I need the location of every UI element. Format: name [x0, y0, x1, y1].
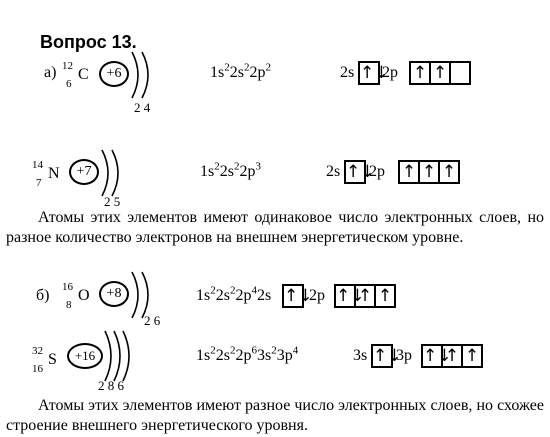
nitrogen-config: 1s22s22p3	[200, 160, 261, 181]
oxygen-shells-arcs	[131, 271, 149, 319]
carbon-p-orbital-cell: ↑	[409, 61, 431, 85]
carbon-z: 6	[66, 78, 72, 90]
nitrogen-p-orbital-cell: ↑	[438, 160, 460, 184]
oxygen-z: 8	[66, 299, 72, 311]
carbon-shell-counts: 2 4	[134, 100, 151, 115]
oxygen-mass: 16	[62, 281, 73, 293]
sulfur-config: 1s22s22p63s23p4	[196, 344, 299, 365]
paragraph-1: Атомы этих элементов имеют одинаковое чи…	[6, 209, 544, 246]
nitrogen-s-cells: ↑↓	[344, 160, 375, 184]
sulfur-shells-arcs	[104, 330, 130, 382]
sulfur-mass: 32	[32, 345, 43, 357]
oxygen-p-cells: ↑↓↑↑	[334, 284, 396, 308]
sulfur-nucleus: +16	[67, 343, 103, 369]
nitrogen-z: 7	[36, 177, 42, 189]
oxygen-p-orbital-cell: ↑↓	[334, 284, 365, 308]
sulfur-z: 16	[32, 363, 43, 375]
question-title: Вопрос 13.	[40, 32, 137, 52]
sulfur-p-orbital-cell: ↑↓	[421, 344, 452, 368]
oxygen-nucleus: +8	[99, 281, 129, 307]
carbon-p-cells: ↑↑	[409, 61, 471, 85]
oxygen-config-text: 1s22s22p42s	[196, 284, 272, 304]
carbon-p-label: 2p	[382, 64, 398, 81]
sulfur-p-label: 3p	[396, 347, 412, 364]
oxygen-p-orbital-cell: ↑	[354, 284, 376, 308]
nitrogen-symbol: N	[48, 165, 60, 182]
oxygen-shell-counts: 2 6	[144, 313, 161, 328]
nitrogen-p-orbital-cell: ↑	[418, 160, 440, 184]
sulfur-shell-counts: 2 8 6	[98, 378, 124, 393]
carbon-mass: 12	[62, 60, 73, 72]
nitrogen-shells-arcs	[101, 149, 119, 197]
oxygen-s-cells: ↑↓	[282, 284, 313, 308]
carbon-config-text: 1s22s22p2	[210, 61, 271, 81]
carbon-symbol: C	[78, 66, 89, 83]
carbon-config: 1s22s22p2	[210, 61, 271, 82]
carbon-p-orbital-cell: ↑	[429, 61, 451, 85]
nitrogen-nucleus: +7	[69, 159, 99, 185]
nitrogen-p-cells: ↑↑↑	[398, 160, 460, 184]
oxygen-s-orbital-cell: ↑↓	[282, 284, 313, 308]
carbon-shells-arcs	[131, 51, 149, 99]
oxygen-p-label: 2p	[309, 287, 325, 304]
nitrogen-mass: 14	[32, 159, 43, 171]
sulfur-s-cells: ↑↓	[371, 344, 402, 368]
carbon-nucleus: +6	[99, 61, 129, 87]
nitrogen-p-orbital-cell: ↑	[398, 160, 420, 184]
nitrogen-shell-counts: 2 5	[104, 194, 121, 209]
nitrogen-s-orbital-cell: ↑↓	[344, 160, 375, 184]
section-a-label: а)	[44, 64, 57, 81]
sulfur-p-orbital-cell: ↑	[441, 344, 463, 368]
carbon-s-orbital-cell: ↑↓	[358, 61, 389, 85]
sulfur-s-label: 3s	[353, 347, 368, 364]
oxygen-symbol: O	[78, 287, 90, 304]
sulfur-p-cells: ↑↓↑↑	[421, 344, 483, 368]
nitrogen-s-label: 2s	[326, 163, 341, 180]
paragraph-2: Атомы этих элементов имеют разное число …	[6, 397, 544, 434]
nitrogen-config-text: 1s22s22p3	[200, 160, 261, 180]
oxygen-config: 1s22s22p42s	[196, 284, 272, 305]
nitrogen-p-label: 2p	[369, 163, 385, 180]
carbon-p-orbital-cell	[449, 61, 471, 85]
carbon-s-label: 2s	[340, 64, 355, 81]
sulfur-s-orbital-cell: ↑↓	[371, 344, 402, 368]
sulfur-p-orbital-cell: ↑	[461, 344, 483, 368]
sulfur-symbol: S	[48, 351, 57, 368]
oxygen-p-orbital-cell: ↑	[374, 284, 396, 308]
section-b-label: б)	[36, 287, 50, 304]
sulfur-config-text: 1s22s22p63s23p4	[196, 344, 299, 364]
carbon-s-cells: ↑↓	[358, 61, 389, 85]
